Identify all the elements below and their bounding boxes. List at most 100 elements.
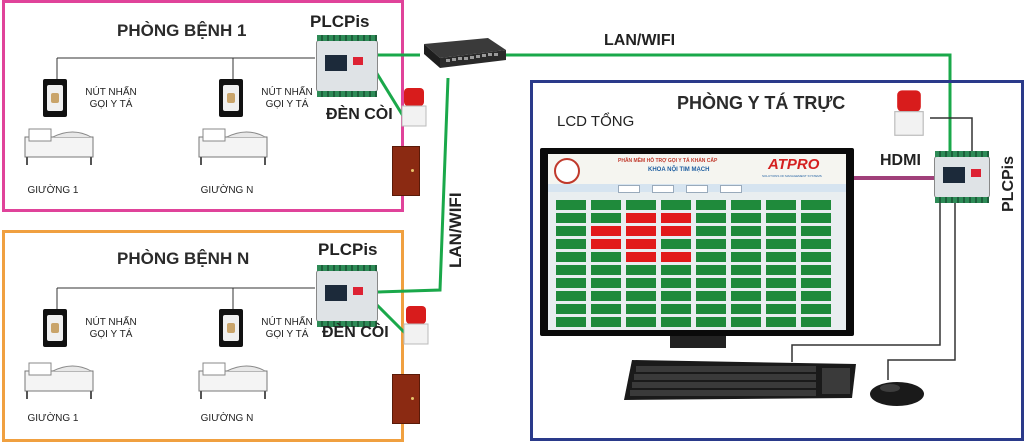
nurse-station-title: PHÒNG Y TÁ TRỰC (677, 93, 846, 113)
bed-status-cell (626, 200, 656, 210)
siren-light-icon (894, 90, 924, 136)
hospital-logo-icon (554, 158, 580, 184)
bed-status-cell (556, 213, 586, 223)
bed-status-cell (661, 200, 691, 210)
bed-status-cell (626, 213, 656, 223)
bed-status-cell (731, 200, 761, 210)
bed-status-cell (766, 226, 796, 236)
siren-label: ĐÈN CÒI (322, 324, 389, 341)
screen-header-text: PHẦN MỀM HỖ TRỢ GỌI Y TÁ KHẨN CẤP (618, 158, 718, 164)
bed-status-cell (626, 291, 656, 301)
brand-tagline: SOLUTIONS OF MANAGEMENT SYSTEMS (762, 174, 822, 178)
bed-status-cell (731, 252, 761, 262)
room-title: PHÒNG BỆNH 1 (117, 21, 247, 40)
bed-status-cell (731, 213, 761, 223)
bed-status-cell (626, 278, 656, 288)
bed-status-cell (766, 291, 796, 301)
bed-label: GIƯỜNG 1 (27, 185, 79, 196)
screen-tab (618, 185, 640, 193)
bed-status-cell (591, 304, 621, 314)
bed-status-cell (556, 278, 586, 288)
bed-status-cell (591, 200, 621, 210)
bed-label: GIƯỜNG N (200, 185, 254, 196)
bed-status-cell (556, 317, 586, 327)
siren-light-icon (403, 306, 429, 345)
bed-status-cell (696, 304, 726, 314)
plc-controller-icon (934, 151, 990, 203)
bed-status-cell (661, 265, 691, 275)
bed-status-cell (661, 317, 691, 327)
plc-controller-icon (316, 35, 378, 97)
bed-status-cell (661, 226, 691, 236)
bed-status-cell (626, 239, 656, 249)
bed-status-cell (696, 252, 726, 262)
bed-status-cell (556, 265, 586, 275)
bed-status-cell (556, 252, 586, 262)
bed-status-cell (556, 239, 586, 249)
bed-status-cell (801, 304, 831, 314)
plc-label: PLCPis (1000, 155, 1017, 212)
bed-status-cell (731, 278, 761, 288)
bed-icon (198, 362, 268, 399)
plc-controller-icon (316, 265, 378, 327)
screen-tab (652, 185, 674, 193)
brand-logo: ATPRO (768, 156, 820, 173)
lcd-label: LCD TỔNG (557, 113, 635, 130)
door-icon (392, 146, 420, 196)
bed-label: GIƯỜNG N (200, 413, 254, 424)
bed-status-cell (591, 252, 621, 262)
monitor-screen: PHẦN MỀM HỖ TRỢ GỌI Y TÁ KHẨN CẤP KHOA N… (548, 154, 846, 330)
bed-status-cell (801, 200, 831, 210)
bed-status-cell (661, 252, 691, 262)
bed-status-cell (591, 226, 621, 236)
bed-status-cell (661, 213, 691, 223)
bed-status-cell (766, 252, 796, 262)
bed-label: GIƯỜNG 1 (27, 413, 79, 424)
bed-status-cell (556, 200, 586, 210)
network-switch-icon (424, 38, 506, 68)
screen-tab (720, 185, 742, 193)
bed-icon (24, 362, 94, 399)
bed-status-cell (626, 252, 656, 262)
bed-icon (198, 128, 268, 165)
bed-status-cell (731, 291, 761, 301)
bed-status-cell (591, 213, 621, 223)
bed-status-cell (556, 304, 586, 314)
bed-status-cell (731, 226, 761, 236)
bed-status-cell (661, 239, 691, 249)
call-button-icon (43, 79, 67, 117)
lan-wifi-label: LAN/WIFI (604, 32, 676, 49)
bed-status-cell (661, 291, 691, 301)
bed-icon (24, 128, 94, 165)
bed-status-cell (661, 278, 691, 288)
bed-status-cell (661, 304, 691, 314)
bed-status-cell (696, 239, 726, 249)
bed-status-cell (766, 239, 796, 249)
call-button-icon (219, 309, 243, 347)
bed-status-cell (801, 291, 831, 301)
mouse-icon (870, 382, 924, 406)
bed-status-cell (626, 226, 656, 236)
bed-status-cell (556, 291, 586, 301)
bed-status-cell (801, 226, 831, 236)
bed-status-cell (731, 239, 761, 249)
bed-status-cell (696, 317, 726, 327)
bed-status-cell (801, 265, 831, 275)
lcd-monitor: PHẦN MỀM HỖ TRỢ GỌI Y TÁ KHẨN CẤP KHOA N… (540, 148, 854, 336)
door-icon (392, 374, 420, 424)
bed-status-cell (766, 304, 796, 314)
bed-status-cell (696, 278, 726, 288)
bed-status-cell (626, 304, 656, 314)
bed-status-cell (801, 252, 831, 262)
nurse-station: PHÒNG Y TÁ TRỰC LCD TỔNG (530, 80, 1024, 441)
lan-wifi-vertical-label: LAN/WIFI (446, 192, 465, 268)
bed-status-cell (696, 200, 726, 210)
bed-status-cell (766, 213, 796, 223)
bed-status-cell (801, 278, 831, 288)
